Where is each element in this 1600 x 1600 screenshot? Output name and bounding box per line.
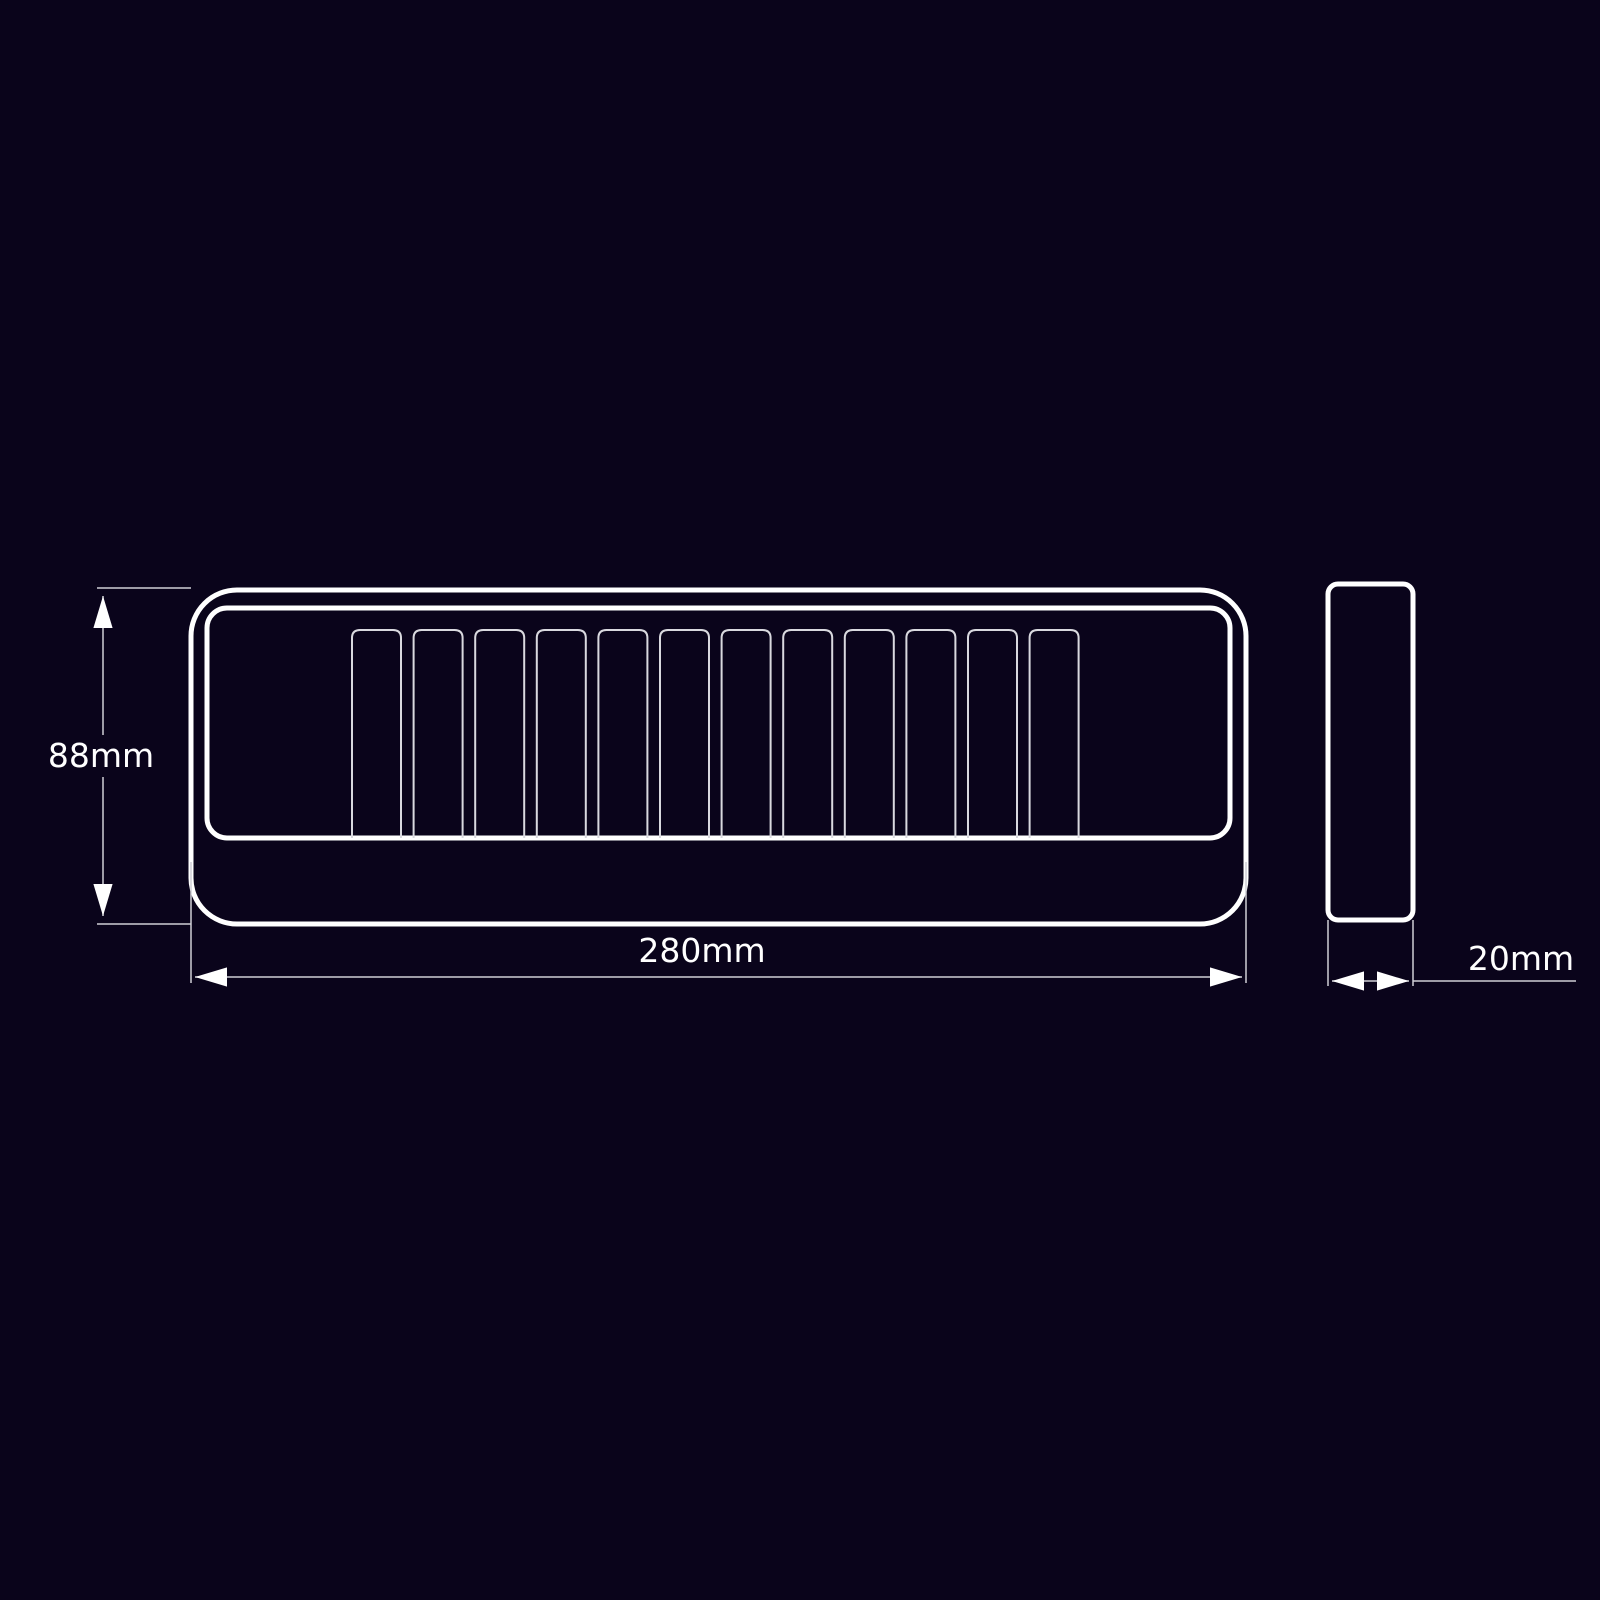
- panel-cell: [412, 629, 464, 838]
- height-label-backdrop: [44, 735, 162, 777]
- width-label: 280mm: [638, 931, 765, 970]
- panel-cells: [351, 629, 1080, 838]
- width-dimension: 280mm: [190, 862, 1247, 987]
- device-outer-outline: [188, 587, 1249, 927]
- panel-cell: [1028, 629, 1080, 838]
- solar-panel-outline: [204, 605, 1233, 841]
- panel-cell: [474, 629, 526, 838]
- height-label: 88mm: [48, 736, 154, 775]
- panel-cell: [905, 629, 957, 838]
- panel-cell: [782, 629, 834, 838]
- front-view: [188, 587, 1249, 927]
- panel-cell: [967, 629, 1018, 838]
- panel-cell: [659, 629, 710, 838]
- panel-cell: [535, 629, 587, 838]
- panel-cell: [597, 629, 649, 838]
- panel-cell: [843, 629, 895, 838]
- depth-dimension: 20mm: [1327, 920, 1576, 991]
- panel-cell: [351, 629, 402, 838]
- panel-cell: [720, 629, 772, 838]
- height-dimension: 88mm: [44, 587, 191, 925]
- depth-label: 20mm: [1468, 939, 1574, 978]
- side-view-outline: [1325, 581, 1416, 923]
